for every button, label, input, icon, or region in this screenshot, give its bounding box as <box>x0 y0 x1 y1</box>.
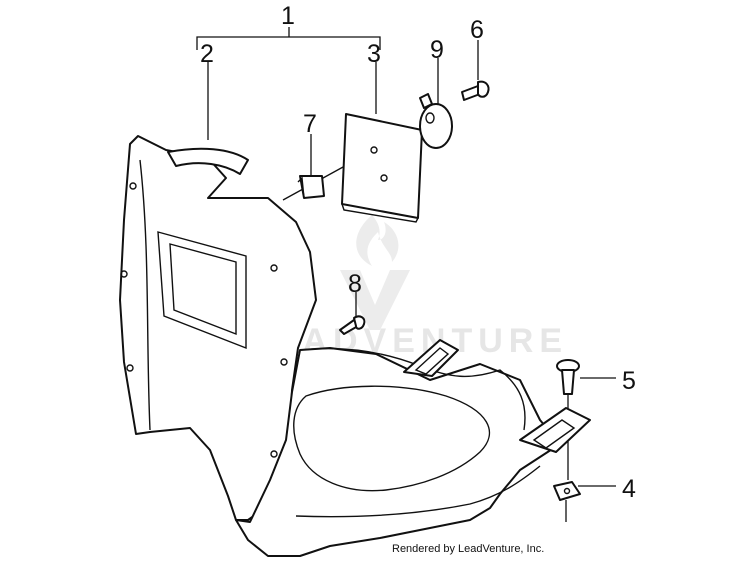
fairing-top-tab <box>403 339 459 377</box>
callout-2: 2 <box>200 40 214 68</box>
callout-6: 6 <box>470 16 484 44</box>
fairing-right-bracket <box>519 407 591 453</box>
watermark-v-logo-icon <box>340 270 410 330</box>
fairing-hole-6 <box>270 450 278 458</box>
fairing-hole-3 <box>126 364 134 372</box>
watermark-flame-icon <box>356 215 399 266</box>
callout-9: 9 <box>430 36 444 64</box>
fairing-hole-4 <box>270 264 278 272</box>
credit-text: Rendered by LeadVenture, Inc. <box>392 543 544 555</box>
bracket-item-1 <box>196 27 381 50</box>
reflector-hole-upper <box>370 146 378 154</box>
fairing-hole-5 <box>280 358 288 366</box>
callout-1: 1 <box>281 2 295 30</box>
grommet-disc <box>419 103 453 149</box>
fairing-hole-1 <box>129 182 137 190</box>
fairing-top-tab-slot <box>414 347 450 375</box>
reflector-plate-shape <box>341 113 423 219</box>
reflector-hole-lower <box>380 174 388 182</box>
screw-6-head <box>477 80 490 98</box>
screw-item-8 <box>339 315 366 335</box>
screw-item-6 <box>461 80 490 101</box>
nut-4-body <box>553 481 581 501</box>
fairing-cowl-curve <box>299 347 526 431</box>
reflector-plate-edge <box>341 203 419 223</box>
callout-7: 7 <box>303 110 317 138</box>
nut-item-4 <box>553 481 581 501</box>
grommet-neck <box>419 93 433 109</box>
callout-3: 3 <box>367 40 381 68</box>
fairing-headlight-cavity <box>293 385 491 492</box>
fairing-window-inner <box>169 243 237 336</box>
fairing-handlebar-cutout <box>167 147 249 175</box>
reflector-plate <box>341 113 423 223</box>
fairing-right-bracket-slot <box>532 419 576 449</box>
front-fairing-body <box>119 135 591 557</box>
callout-8: 8 <box>348 270 362 298</box>
screw-5-shaft <box>561 369 575 395</box>
grommet-hole <box>425 112 435 124</box>
screw-item-5 <box>556 359 580 395</box>
leader-lines <box>207 40 616 522</box>
nut-4-hole <box>563 487 571 495</box>
screw-8-head <box>353 315 366 330</box>
clip-nut-7-fold <box>297 176 305 199</box>
fairing-hole-2 <box>120 270 128 278</box>
callout-5: 5 <box>622 367 636 395</box>
fairing-lower-lip <box>295 465 541 518</box>
fairing-window-frame <box>157 231 247 350</box>
callout-4: 4 <box>622 475 636 503</box>
grommet-part <box>419 93 453 149</box>
clip-nut-item-7 <box>297 175 325 199</box>
fairing-inner-edge <box>139 159 151 431</box>
